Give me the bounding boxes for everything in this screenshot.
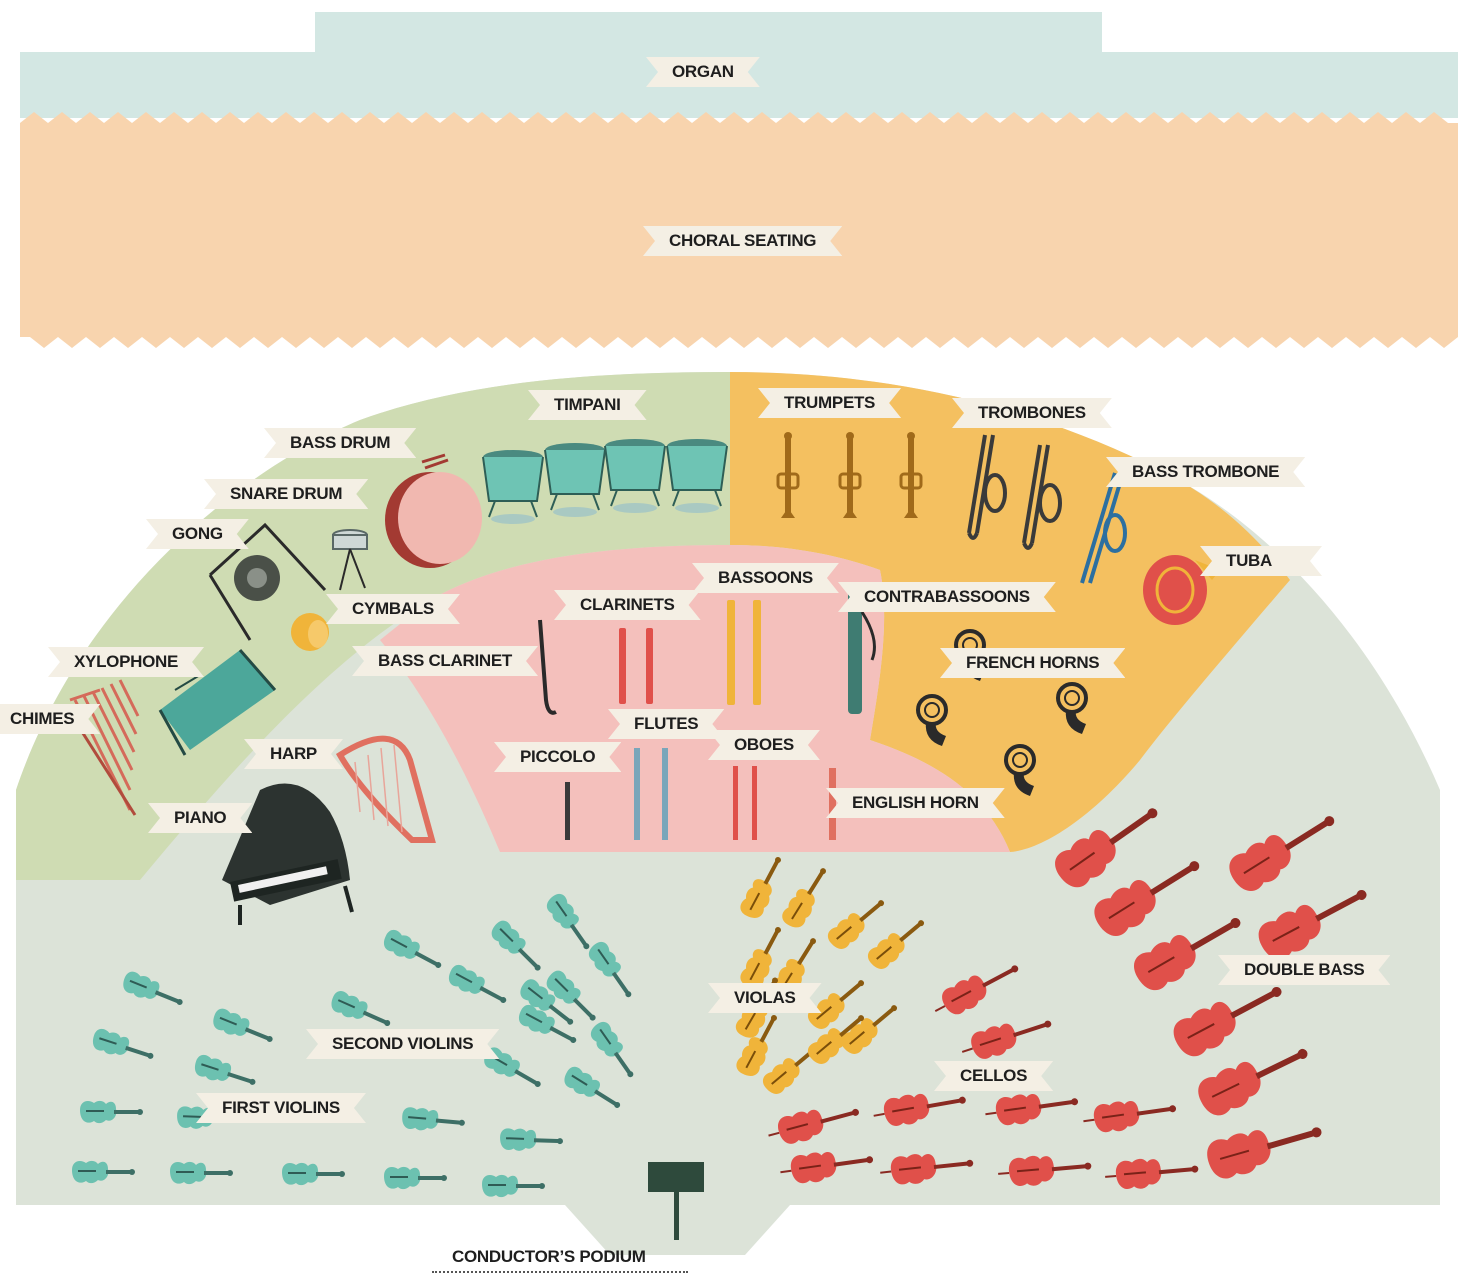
label-trombones: TROMBONES [952, 398, 1112, 428]
label-trumpets: TRUMPETS [758, 388, 901, 418]
label-tuba: TUBA [1200, 546, 1322, 576]
label-oboes: OBOES [708, 730, 820, 760]
label-organ: ORGAN [646, 57, 760, 87]
label-bassoons: BASSOONS [692, 563, 839, 593]
label-english-horn: ENGLISH HORN [826, 788, 1005, 818]
label-contrabassoons: CONTRABASSOONS [838, 582, 1056, 612]
label-bass-trombone: BASS TROMBONE [1106, 457, 1305, 487]
label-cymbals: CYMBALS [326, 594, 460, 624]
label-double-bass: DOUBLE BASS [1218, 955, 1390, 985]
label-violas: VIOLAS [708, 983, 822, 1013]
gong-icon [208, 522, 327, 641]
label-clarinets: CLARINETS [554, 590, 701, 620]
xylophone-icon [158, 649, 277, 756]
label-timpani: TIMPANI [528, 390, 647, 420]
label-french-horns: FRENCH HORNS [940, 648, 1125, 678]
label-gong: GONG [146, 519, 249, 549]
clarinet-icon [619, 628, 653, 704]
percussion-section [16, 372, 730, 880]
bass-clarinet-icon [538, 619, 557, 715]
bass-trombone-icon [1080, 472, 1127, 584]
label-cellos: CELLOS [934, 1061, 1053, 1091]
piccolo-icon [565, 782, 570, 840]
label-second-violins: SECOND VIOLINS [306, 1029, 499, 1059]
label-bass-clarinet: BASS CLARINET [352, 646, 538, 676]
cymbals-icon [291, 613, 329, 651]
piano-icon [222, 783, 354, 925]
label-piccolo: PICCOLO [494, 742, 621, 772]
label-chimes: CHIMES [0, 704, 100, 734]
english-horn-icon [829, 768, 836, 840]
label-choral-seating: CHORAL SEATING [643, 226, 842, 256]
conductors-podium-icon [648, 1162, 704, 1240]
bass-drum-icon [385, 453, 482, 568]
snare-drum-icon [332, 529, 368, 591]
podium-underline [432, 1271, 688, 1273]
label-flutes: FLUTES [608, 709, 724, 739]
label-conductors-podium: CONDUCTOR’S PODIUM [452, 1247, 646, 1266]
label-snare-drum: SNARE DRUM [204, 479, 368, 509]
label-bass-drum: BASS DRUM [264, 428, 416, 458]
bassoon-icon [727, 600, 761, 705]
brass-section [730, 372, 1290, 852]
label-harp: HARP [244, 739, 343, 769]
label-first-violins: FIRST VIOLINS [196, 1093, 366, 1123]
flute-icon [634, 748, 668, 840]
label-xylophone: XYLOPHONE [48, 647, 204, 677]
oboe-icon [733, 766, 757, 840]
contrabassoon-icon [848, 582, 876, 714]
harp-icon [335, 735, 436, 843]
label-piano: PIANO [148, 803, 252, 833]
